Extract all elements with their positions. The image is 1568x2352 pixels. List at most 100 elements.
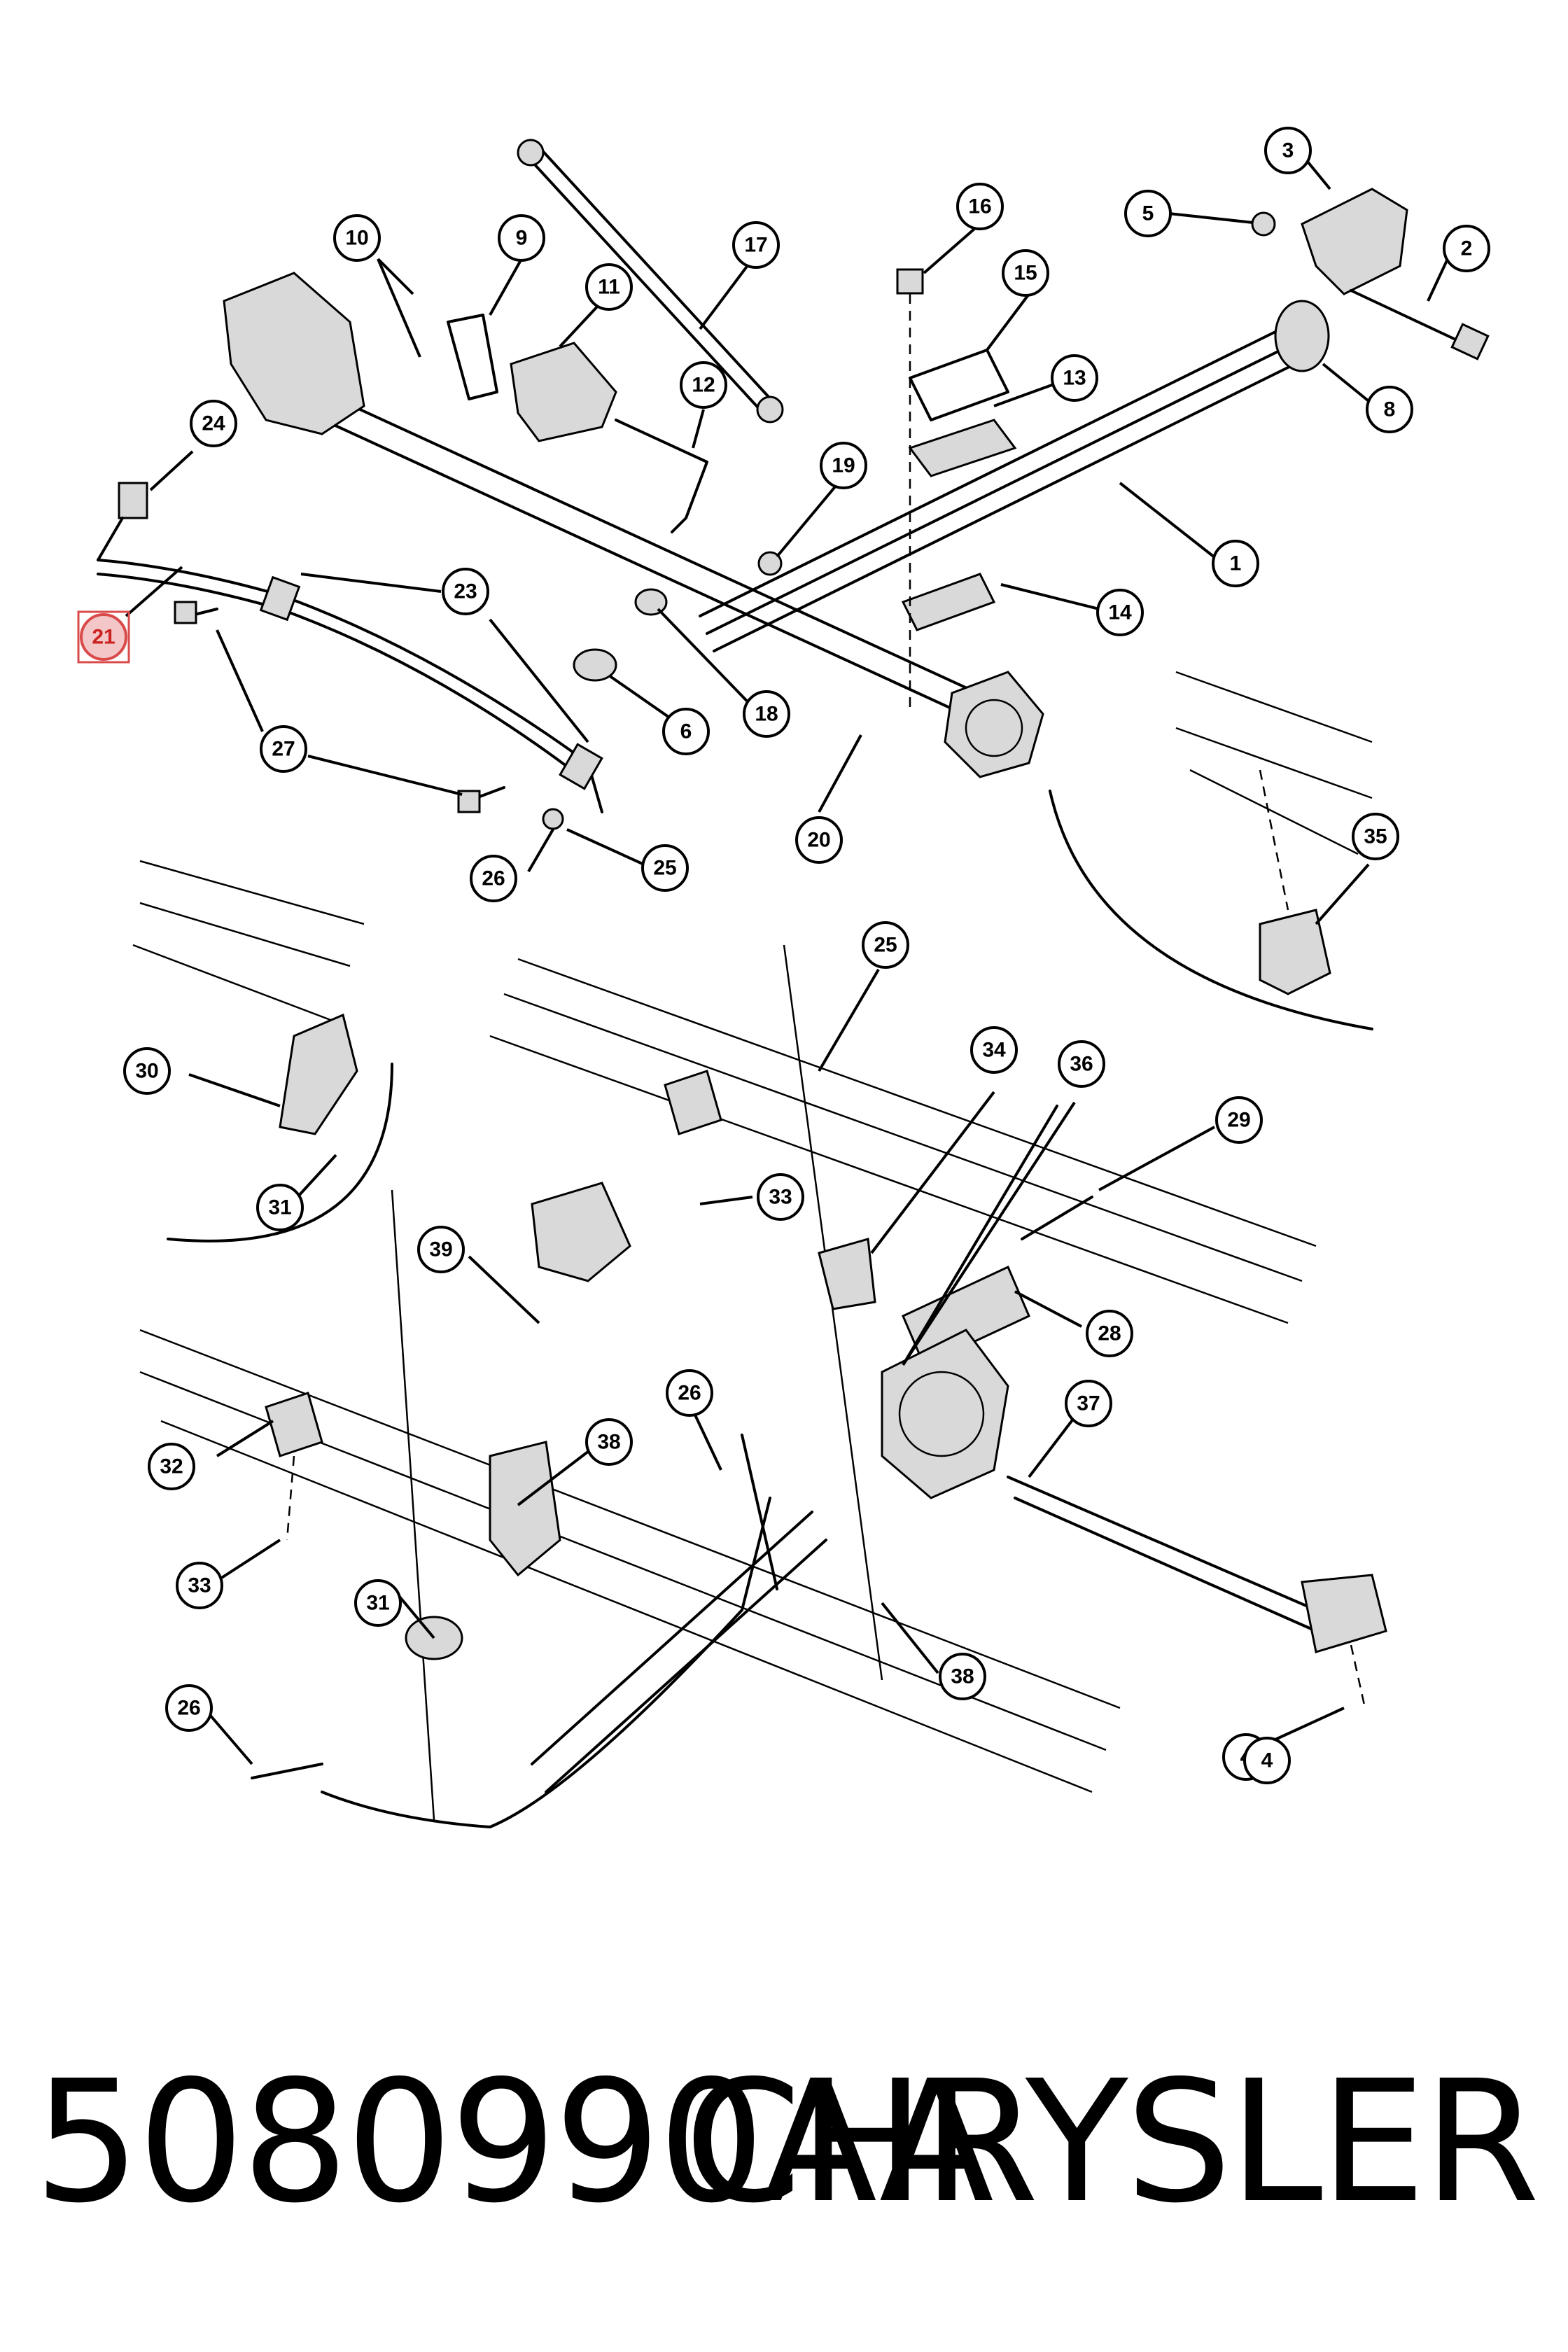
callout-circle — [862, 921, 909, 969]
callout-circle — [1065, 1380, 1112, 1427]
leader-21 — [125, 566, 183, 617]
callout-label: 35 — [1364, 825, 1387, 848]
callout-circle — [1443, 225, 1490, 272]
bolt-29 — [1021, 1196, 1093, 1240]
leader-9 — [489, 258, 523, 316]
bolt-19 — [757, 551, 783, 576]
leader-31b — [398, 1595, 435, 1639]
mounting-bolt-b — [475, 786, 505, 799]
stabilizer-bar — [97, 559, 603, 813]
leader-36 — [902, 1101, 1076, 1366]
callout-label: 28 — [1098, 1322, 1121, 1345]
callout-21[interactable]: 21 — [77, 610, 130, 664]
callout-label: 12 — [692, 374, 715, 397]
upper-assembly — [97, 139, 1490, 1030]
track-bar — [524, 146, 778, 414]
callout-label: 3 — [1282, 139, 1294, 162]
callout-label: 11 — [598, 276, 620, 299]
callout-circle — [1212, 540, 1259, 587]
callout-circle — [260, 725, 307, 773]
callout-33: 33 — [176, 1562, 223, 1609]
leader-16 — [923, 223, 981, 274]
callout-circle — [333, 214, 381, 262]
callout-circle — [176, 1562, 223, 1609]
callout-label: 38 — [597, 1431, 620, 1454]
inset-frame-left — [132, 860, 365, 1023]
frame-rail-upper — [489, 958, 1317, 1324]
callout-33: 33 — [757, 1173, 804, 1221]
axle-knuckle-right — [944, 671, 1044, 778]
callout-5: 5 — [1124, 190, 1172, 237]
leader-32 — [216, 1420, 274, 1457]
callout-label: 8 — [1384, 398, 1396, 421]
callout-4: 4 — [1243, 1737, 1291, 1784]
leader-26c — [209, 1714, 253, 1765]
callout-badge-layer: 1234568910111213141516171819202123242525… — [77, 127, 1490, 1784]
callout-circle — [666, 1369, 713, 1417]
callout-19: 19 — [820, 442, 867, 489]
callout-label: 26 — [482, 867, 505, 890]
sway-link — [615, 419, 708, 533]
callout-27: 27 — [260, 725, 307, 773]
callout-label: 17 — [744, 234, 767, 257]
callout-label: 24 — [202, 412, 225, 435]
lower-assembly — [132, 860, 1387, 1828]
rear-bolt — [1350, 1644, 1366, 1709]
callout-circle — [190, 400, 237, 447]
callout-circle — [795, 816, 843, 864]
callout-label: 25 — [874, 934, 897, 957]
leaf-spring — [699, 328, 1296, 652]
callout-label: 39 — [429, 1238, 452, 1261]
leader-17 — [699, 258, 754, 330]
stabilizer-bar-lower — [321, 1497, 771, 1828]
callout-circle — [417, 1226, 465, 1273]
callout-26: 26 — [470, 855, 517, 902]
leader-12 — [692, 409, 705, 449]
callout-24: 24 — [190, 400, 237, 447]
callout-label: 31 — [366, 1592, 389, 1615]
callout-15: 15 — [1002, 249, 1049, 297]
leader-5 — [1168, 212, 1254, 224]
leaf-spring-lower — [1007, 1476, 1317, 1632]
leader-29 — [1098, 1126, 1215, 1191]
callout-34: 34 — [970, 1026, 1018, 1074]
callout-circle — [641, 844, 689, 892]
callout-12: 12 — [680, 361, 727, 409]
shackle-bolt — [1350, 289, 1464, 344]
u-bolt-head — [896, 268, 924, 295]
callout-2: 2 — [1443, 225, 1490, 272]
lower-nut — [542, 808, 564, 830]
link-bracket-38 — [489, 1441, 561, 1577]
bump-stop — [1259, 909, 1331, 995]
inset-arc-upper — [1049, 790, 1373, 1030]
stabilizer-bushing-b — [559, 743, 603, 790]
callout-circle — [1215, 1096, 1263, 1144]
lower-spacer — [901, 573, 996, 631]
callout-31: 31 — [256, 1184, 304, 1231]
callout-14: 14 — [1096, 589, 1144, 636]
callout-label: 19 — [832, 454, 855, 477]
callout-label: 23 — [454, 580, 477, 603]
stabilizer-bar-inner — [97, 573, 582, 778]
callout-28: 28 — [1086, 1310, 1133, 1357]
callout-29: 29 — [1215, 1096, 1263, 1144]
highlight-box — [77, 610, 130, 664]
leader-35 — [1315, 863, 1370, 925]
bolt-head — [1450, 323, 1490, 360]
callout-circle — [256, 1184, 304, 1231]
leader-25a — [566, 828, 645, 866]
track-bar-end-lower — [756, 396, 784, 424]
callout-label: 25 — [653, 857, 676, 880]
leader-31a — [296, 1154, 337, 1198]
callout-circle — [743, 690, 790, 738]
callout-label: 13 — [1063, 367, 1086, 390]
callout-circle — [80, 613, 127, 661]
rear-spring-eye — [1301, 1574, 1387, 1653]
callout-label: 10 — [345, 227, 368, 250]
callout-circle — [1051, 354, 1098, 402]
leader-14 — [1000, 583, 1114, 614]
link-34 — [818, 1238, 876, 1310]
callout-label: 6 — [680, 720, 692, 743]
callout-38: 38 — [939, 1653, 986, 1700]
leader-30 — [188, 1073, 281, 1107]
